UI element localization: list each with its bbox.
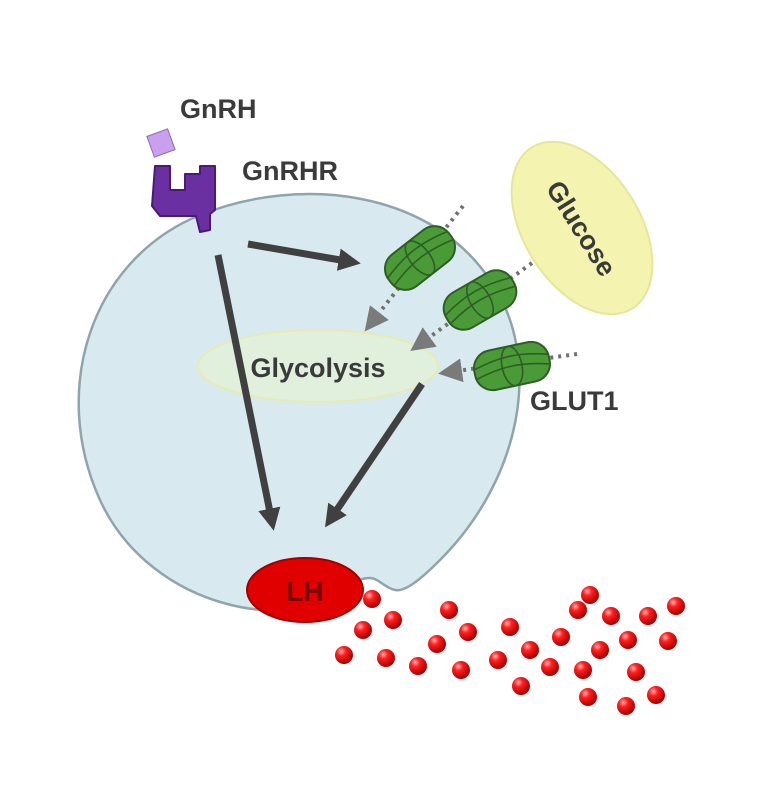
lh-granule — [602, 607, 620, 625]
arrow-gnrhr-to-glut1 — [247, 240, 361, 271]
lh-granule — [627, 663, 645, 681]
glucose-ellipse — [510, 140, 654, 316]
lh-granule — [452, 661, 470, 679]
lh-granule — [659, 632, 677, 650]
lh-granule — [428, 635, 446, 653]
arrow-gnrhr-to-lh — [214, 254, 281, 531]
lh-ellipse — [246, 557, 364, 623]
lh-granule — [440, 601, 458, 619]
lh-granule — [521, 641, 539, 659]
lh-granule — [667, 597, 685, 615]
glut1-transporter-2 — [442, 269, 518, 331]
lh-granule — [552, 628, 570, 646]
lh-granule — [335, 646, 353, 664]
lh-granule — [377, 649, 395, 667]
gnrh-label: GnRH — [180, 94, 257, 124]
lh-granule — [354, 621, 372, 639]
lh-granule — [617, 697, 635, 715]
gnrhr-label: GnRHR — [242, 156, 338, 186]
lh-granule — [363, 590, 381, 608]
lh-label: LH — [286, 576, 323, 607]
lh-granule — [409, 657, 427, 675]
lh-granules — [335, 586, 685, 715]
glut1-transporter-1 — [384, 225, 456, 291]
lh-granule — [579, 688, 597, 706]
lh-granule — [501, 618, 519, 636]
signaling-arrows — [214, 240, 425, 531]
gnrh-ligand-icon — [146, 128, 176, 158]
lh-granule — [647, 686, 665, 704]
lh-granule — [541, 658, 559, 676]
lh-granule — [459, 623, 477, 641]
arrow-glycolysis-to-lh — [324, 382, 425, 528]
lh-granule — [512, 677, 530, 695]
lh-granule — [384, 611, 402, 629]
glut1-label: GLUT1 — [530, 386, 619, 416]
gnrhr-receptor-icon — [151, 165, 216, 233]
glut1-transporter-3 — [473, 340, 551, 392]
glycolysis-label: Glycolysis — [250, 353, 385, 383]
lh-granule — [591, 641, 609, 659]
lh-granule — [569, 601, 587, 619]
lh-granule — [574, 661, 592, 679]
lh-granule — [639, 607, 657, 625]
lh-granule — [581, 586, 599, 604]
lh-granule — [489, 651, 507, 669]
glycolysis-region — [197, 329, 439, 403]
lh-granule — [619, 631, 637, 649]
